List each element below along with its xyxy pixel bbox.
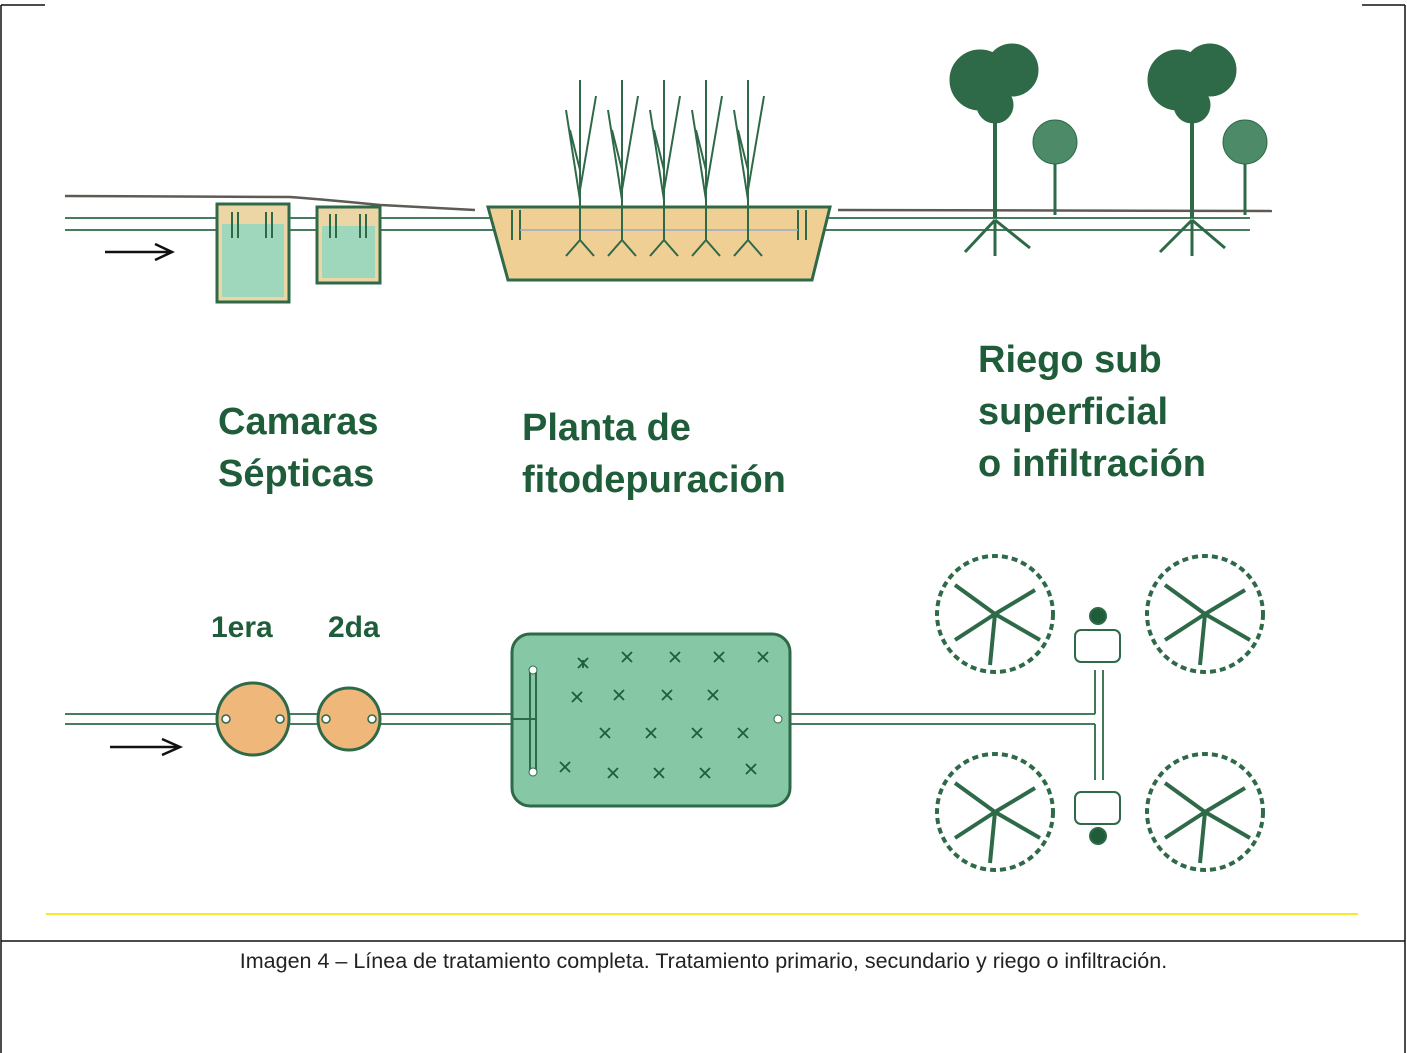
- trees-section: [949, 43, 1268, 256]
- figure-caption: Imagen 4 – Línea de tratamiento completa…: [239, 949, 1168, 973]
- septic-tank-2-section: [315, 205, 382, 285]
- arrow-icon: [105, 242, 175, 262]
- shrub-icons-plan: [1074, 607, 1121, 845]
- label-second-chamber: 2da: [328, 611, 380, 644]
- tree-canopy-icon: [1145, 752, 1265, 872]
- tree-canopy-icon: [1145, 554, 1265, 674]
- label-first-chamber: 1era: [211, 611, 273, 644]
- septic-tank-1-section: [215, 202, 291, 304]
- table-borders: [0, 4, 1406, 1053]
- chamber-1-plan: [215, 681, 291, 757]
- arrow-icon: [110, 737, 184, 757]
- tree-canopy-icon: [935, 752, 1055, 872]
- label-septic-chambers: Camaras Sépticas: [218, 401, 379, 495]
- phyto-bed-plan: [510, 632, 792, 808]
- label-phyto-plant: Planta de fitodepuración: [522, 407, 786, 501]
- label-irrigation: Riego sub superficial o infiltración: [978, 339, 1206, 485]
- phyto-bed-section: [486, 80, 832, 282]
- chamber-2-plan: [316, 686, 382, 752]
- tree-canopies-plan: [935, 554, 1265, 872]
- tree-canopy-icon: [935, 554, 1055, 674]
